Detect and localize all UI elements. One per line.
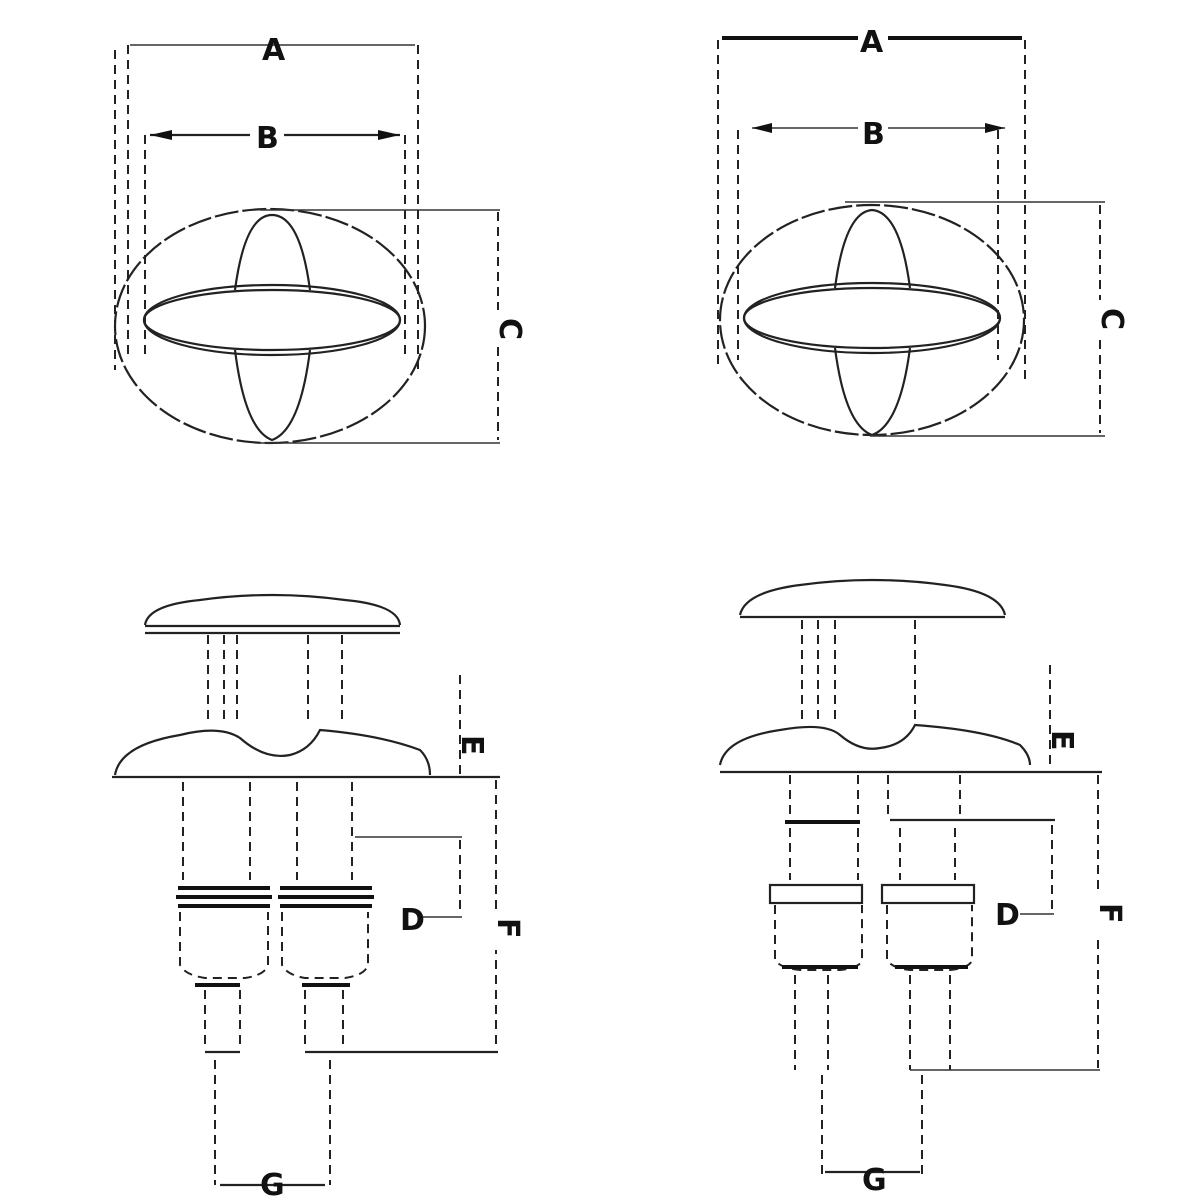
base-horn <box>718 723 1032 766</box>
nut-right <box>278 886 374 987</box>
arrow-right <box>378 130 400 140</box>
dim-a-label: A <box>860 25 884 60</box>
bottom-left-view: E D F G <box>112 593 525 1200</box>
cap-top <box>143 593 402 626</box>
horn-outline <box>142 283 402 357</box>
horn-outline <box>742 281 1002 355</box>
arrow-left <box>752 123 772 133</box>
arrow-left <box>150 130 172 140</box>
dim-c-label: C <box>492 318 527 340</box>
base-outline <box>113 207 427 445</box>
base-outline <box>718 203 1026 437</box>
horn-inner <box>742 286 1002 350</box>
dim-g-label: G <box>260 1168 285 1200</box>
nut-left <box>768 883 864 971</box>
bottom-right-view: E D F G <box>718 578 1127 1198</box>
nut-left <box>176 886 272 987</box>
dim-d-label: D <box>995 898 1020 933</box>
dim-e-label: E <box>454 735 489 756</box>
cap-top <box>738 578 1007 616</box>
dim-a-label: A <box>262 33 286 68</box>
dim-f-label: F <box>1092 903 1127 924</box>
base-horn <box>113 728 432 776</box>
stud-top <box>233 213 312 291</box>
dim-f-label: F <box>490 918 525 939</box>
dim-c-label: C <box>1094 308 1129 330</box>
horn-inner <box>142 288 402 352</box>
dim-g-label: G <box>862 1163 887 1198</box>
dim-b-label: B <box>256 121 279 156</box>
dim-b-label: B <box>862 117 885 152</box>
dim-e-label: E <box>1044 730 1079 751</box>
stud-bottom <box>233 349 312 442</box>
nut-right <box>880 883 976 971</box>
stud-top <box>833 208 912 289</box>
stud-bottom <box>833 347 912 437</box>
top-left-view: A B C <box>113 33 527 445</box>
top-right-view: A B C <box>717 18 1129 437</box>
dim-d-label: D <box>400 903 425 938</box>
arrow-right <box>985 123 1005 133</box>
